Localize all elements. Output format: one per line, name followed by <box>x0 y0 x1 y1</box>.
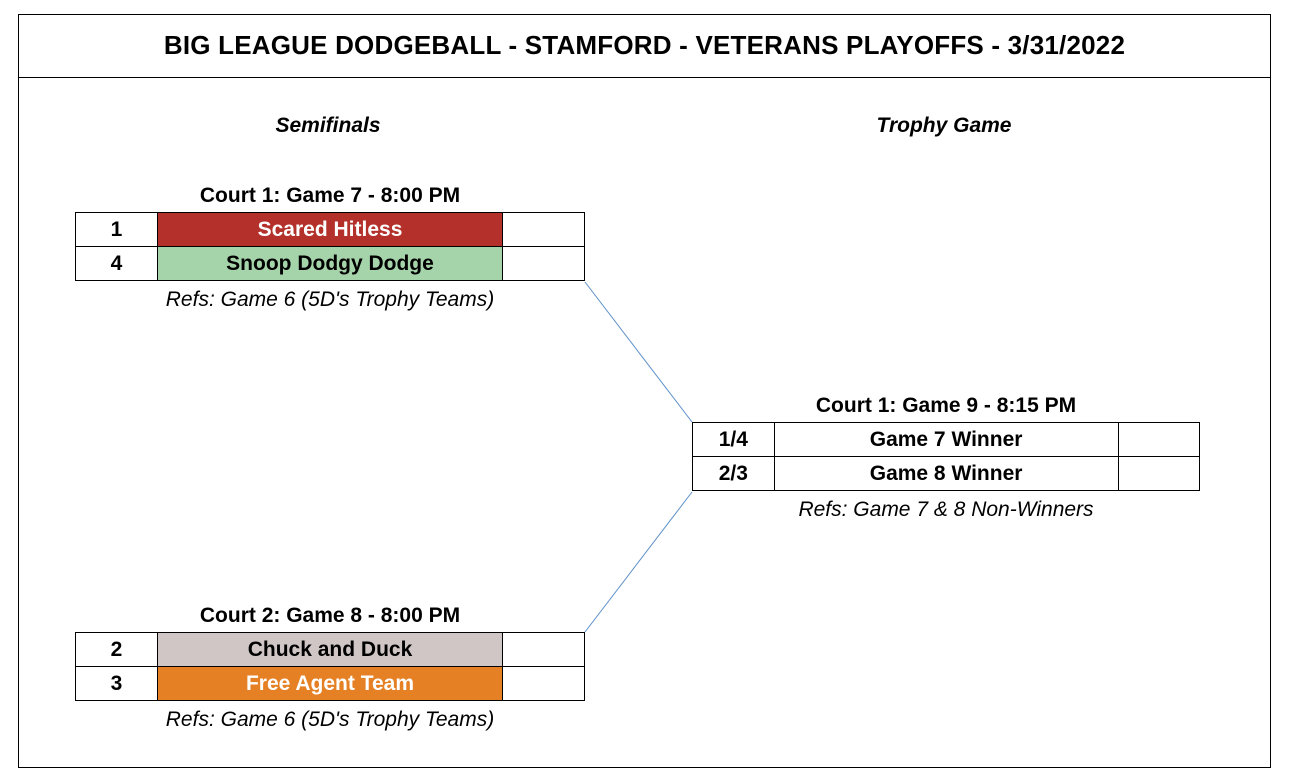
seed-cell: 4 <box>75 246 158 281</box>
table-row: 2/3 Game 8 Winner <box>692 456 1201 491</box>
team-cell: Chuck and Duck <box>156 632 504 667</box>
bracket-frame <box>18 14 1271 768</box>
table-row: 4 Snoop Dodgy Dodge <box>75 246 585 281</box>
trophy-game-label: Trophy Game <box>876 114 1012 137</box>
score-cell[interactable] <box>502 666 585 701</box>
title-bar: BIG LEAGUE DODGEBALL - STAMFORD - VETERA… <box>18 14 1271 78</box>
team-cell: Game 7 Winner <box>773 422 1119 457</box>
game9-refs: Refs: Game 7 & 8 Non-Winners <box>798 498 1094 521</box>
table-row: 3 Free Agent Team <box>75 666 585 701</box>
table-row: 1/4 Game 7 Winner <box>692 422 1201 457</box>
seed-cell: 3 <box>75 666 158 701</box>
team-cell: Free Agent Team <box>156 666 504 701</box>
table-row: 2 Chuck and Duck <box>75 632 585 667</box>
score-cell[interactable] <box>1117 456 1201 491</box>
score-cell[interactable] <box>502 246 585 281</box>
team-cell: Game 8 Winner <box>773 456 1119 491</box>
score-cell[interactable] <box>502 212 585 247</box>
score-cell[interactable] <box>1117 422 1201 457</box>
connector-game7 <box>584 281 693 423</box>
game7-matchup: 1 Scared Hitless 4 Snoop Dodgy Dodge <box>75 212 585 281</box>
seed-cell: 2 <box>75 632 158 667</box>
table-row: 1 Scared Hitless <box>75 212 585 247</box>
game7-label: Court 1: Game 7 - 8:00 PM <box>199 184 461 207</box>
seed-cell: 1 <box>75 212 158 247</box>
game9-matchup: 1/4 Game 7 Winner 2/3 Game 8 Winner <box>692 422 1201 491</box>
team-cell: Scared Hitless <box>156 212 504 247</box>
game7-refs: Refs: Game 6 (5D's Trophy Teams) <box>165 288 495 311</box>
seed-cell: 1/4 <box>692 422 775 457</box>
game8-matchup: 2 Chuck and Duck 3 Free Agent Team <box>75 632 585 701</box>
game8-label: Court 2: Game 8 - 8:00 PM <box>199 604 461 627</box>
team-cell: Snoop Dodgy Dodge <box>156 246 504 281</box>
game8-refs: Refs: Game 6 (5D's Trophy Teams) <box>165 708 495 731</box>
semifinals-label: Semifinals <box>275 114 381 137</box>
connector-game8 <box>584 491 693 633</box>
page-title: BIG LEAGUE DODGEBALL - STAMFORD - VETERA… <box>163 30 1126 60</box>
game9-label: Court 1: Game 9 - 8:15 PM <box>815 394 1077 417</box>
score-cell[interactable] <box>502 632 585 667</box>
seed-cell: 2/3 <box>692 456 775 491</box>
